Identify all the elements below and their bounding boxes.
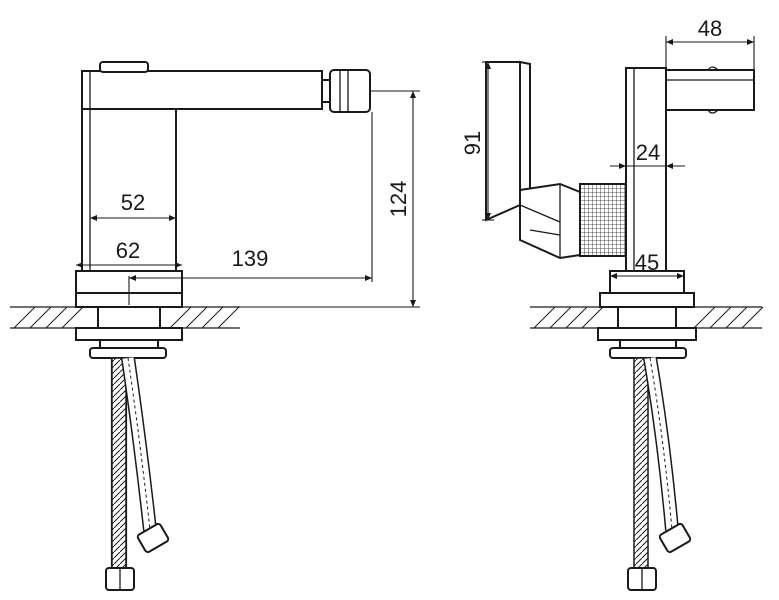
side-nut-neck <box>619 339 677 349</box>
front-washer <box>75 327 183 341</box>
side-base-flange <box>599 292 695 308</box>
dim-124: 124 <box>182 90 420 308</box>
side-lever <box>485 60 581 260</box>
dim-139-label: 139 <box>232 246 269 271</box>
dim-124-label: 124 <box>386 181 411 218</box>
dim-62-label: 62 <box>116 238 140 263</box>
dim-91-label: 91 <box>460 131 485 155</box>
dim-24-label: 24 <box>636 140 660 165</box>
front-aerator-neck <box>321 79 331 103</box>
side-knurled-cartridge <box>579 183 627 257</box>
front-aerator <box>329 69 371 113</box>
dim-91: 91 <box>460 61 494 221</box>
front-hose-2-nut <box>136 522 170 554</box>
front-view: 52 62 139 124 <box>10 61 420 591</box>
side-fixing-stud <box>617 306 677 329</box>
front-hose-2 <box>127 357 151 531</box>
dim-52: 52 <box>90 190 176 221</box>
front-spout-body <box>81 70 323 110</box>
side-body-column <box>625 67 667 272</box>
side-hose-2 <box>649 357 673 531</box>
side-spout-aerator <box>707 66 719 114</box>
dim-48-label: 48 <box>698 16 722 41</box>
side-hose-1 <box>633 357 649 569</box>
side-hose-2-nut <box>658 522 692 554</box>
front-nut-neck <box>99 339 159 349</box>
dim-139: 139 <box>128 112 373 305</box>
dim-45-label: 45 <box>635 250 659 275</box>
front-body-column <box>81 108 177 272</box>
dim-52-label: 52 <box>121 190 145 215</box>
side-nut <box>609 347 687 359</box>
front-nut <box>89 347 167 359</box>
side-washer <box>597 327 697 341</box>
dim-48: 48 <box>665 16 755 70</box>
side-view: 48 91 24 45 <box>460 16 764 591</box>
dim-45: 45 <box>610 250 684 279</box>
dim-62: 62 <box>76 238 182 268</box>
front-worktop-hatch <box>13 306 240 329</box>
side-spout-end <box>665 69 755 111</box>
front-top-button <box>99 61 149 73</box>
dim-24: 24 <box>610 140 685 169</box>
side-worktop-hatch <box>533 306 764 329</box>
front-fixing-stud <box>97 306 161 329</box>
